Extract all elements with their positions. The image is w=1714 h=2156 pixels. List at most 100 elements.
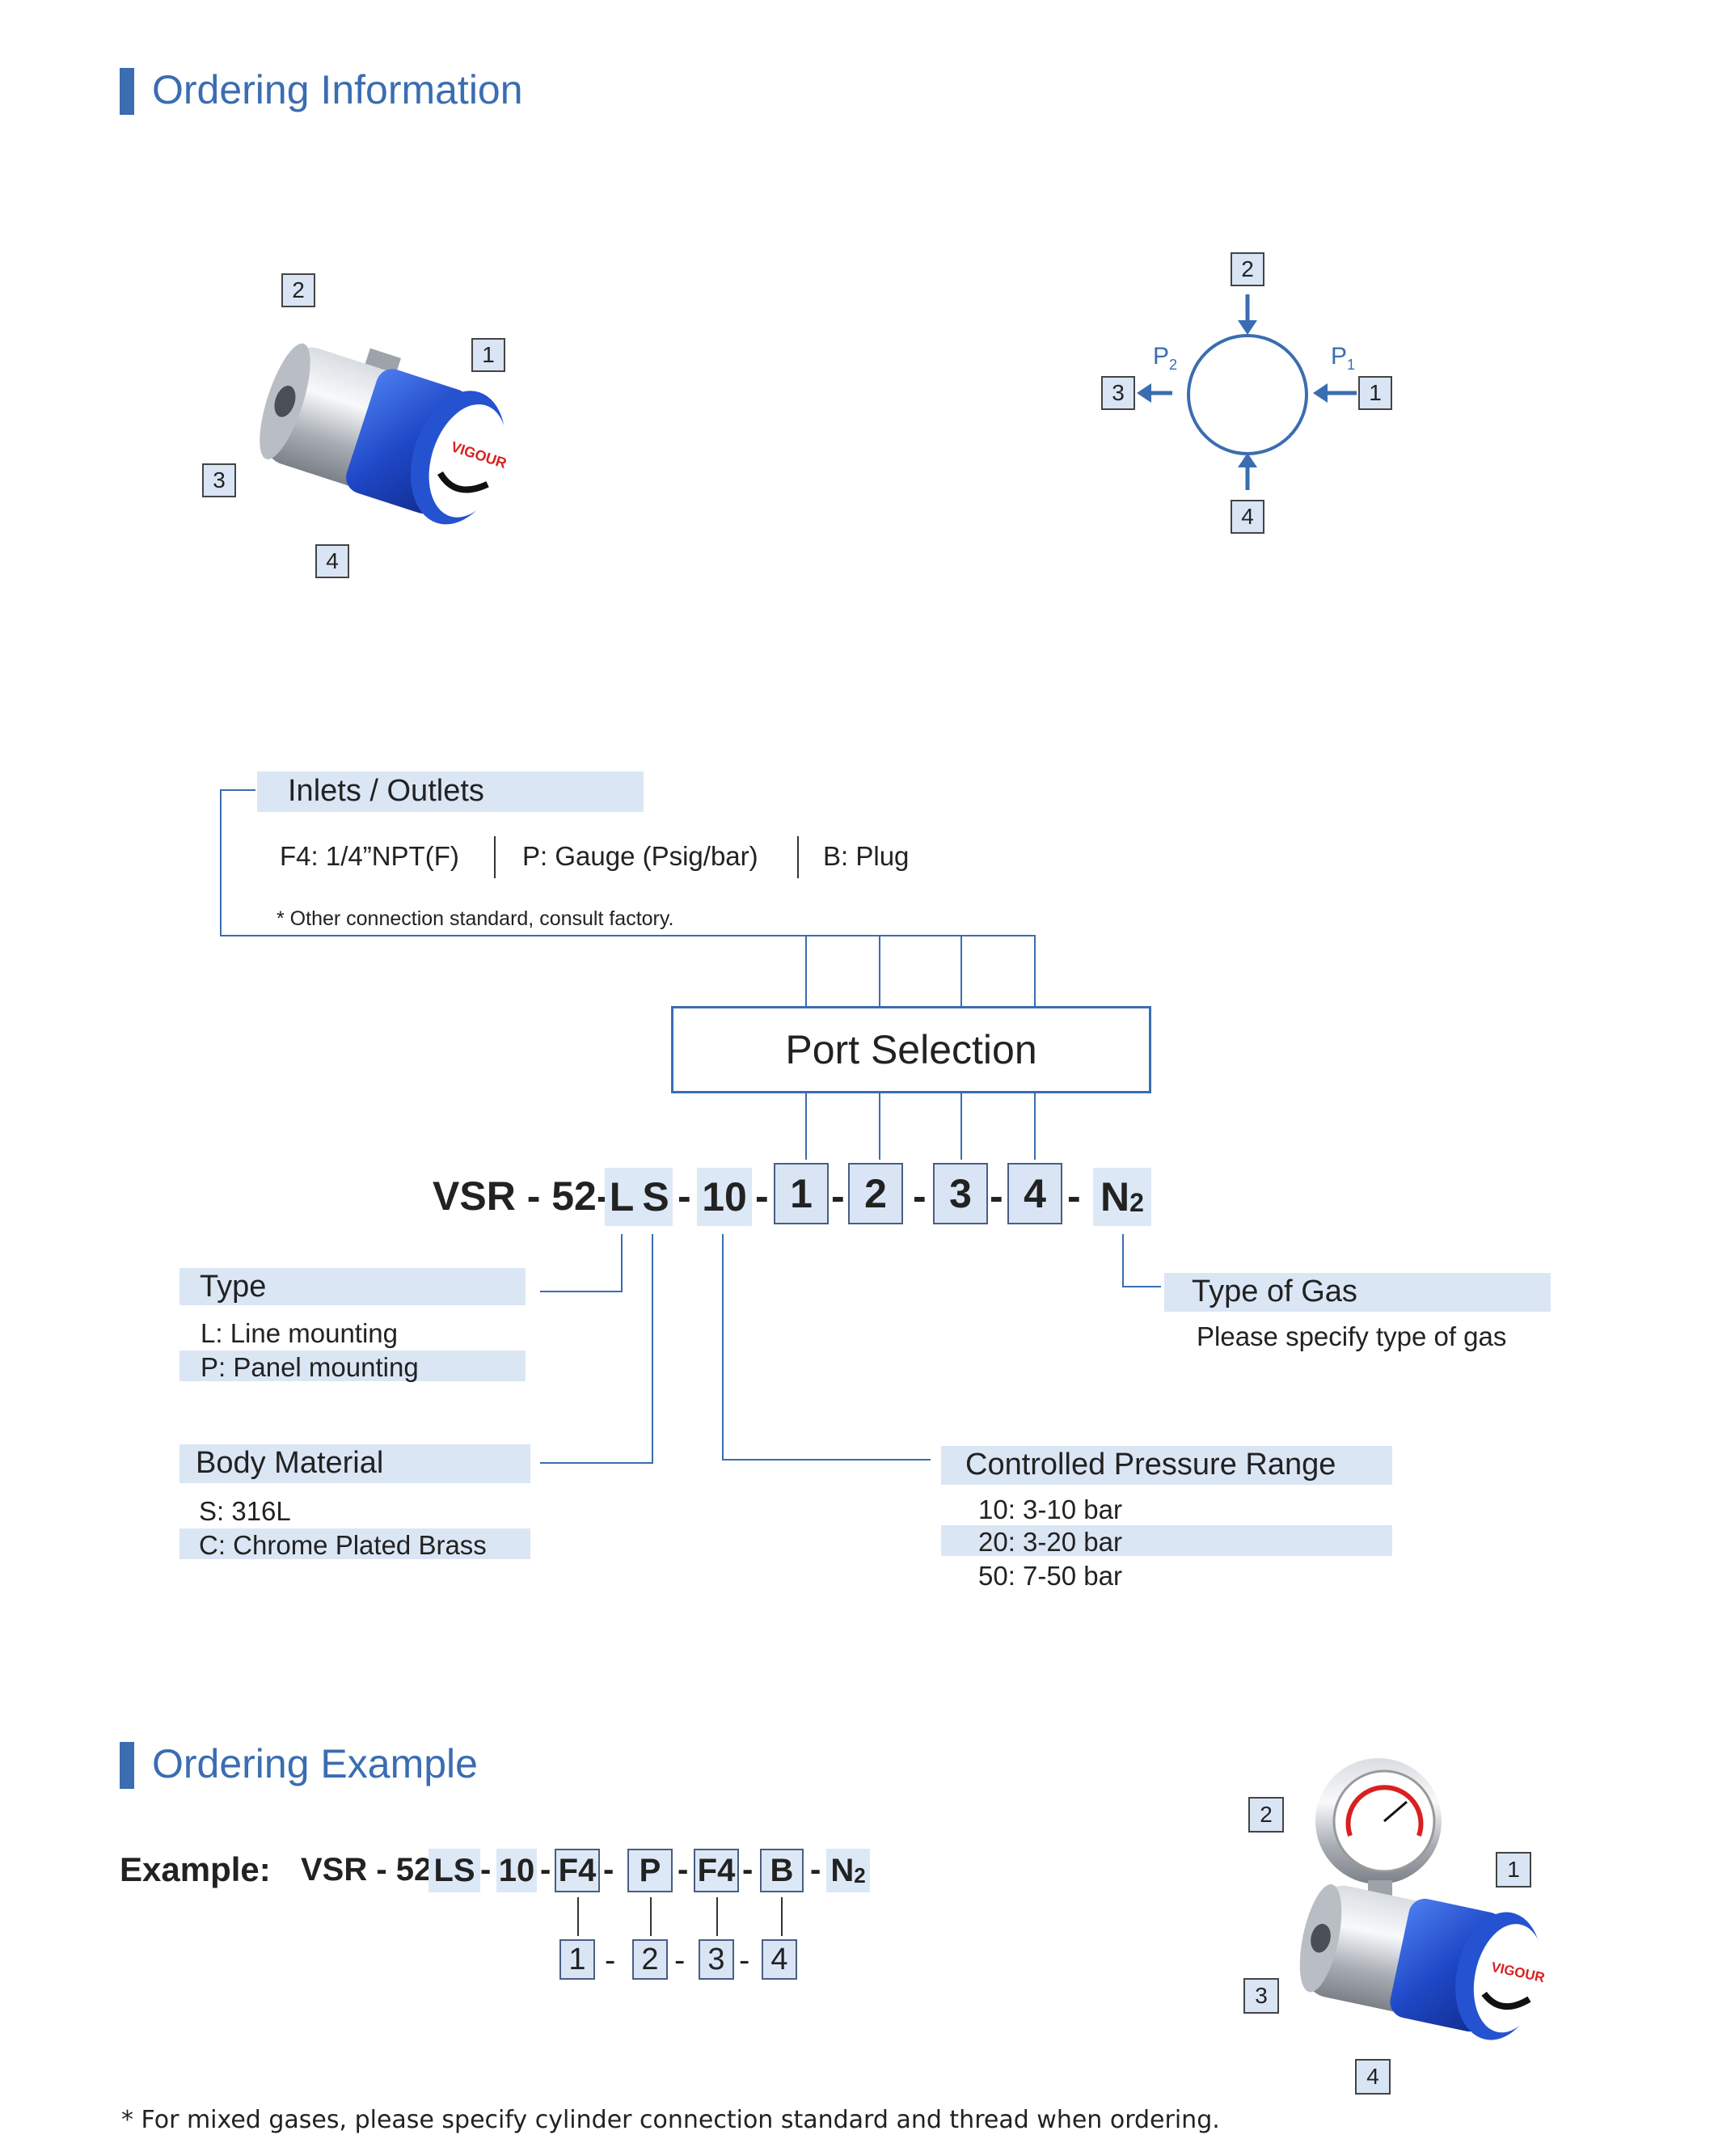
connector-line bbox=[220, 935, 1035, 936]
type-title: Type bbox=[200, 1270, 267, 1304]
example-f4-a: F4 bbox=[555, 1849, 600, 1892]
connector-line bbox=[650, 1897, 652, 1936]
connector-line bbox=[716, 1897, 718, 1936]
type-item-l: L: Line mounting bbox=[201, 1318, 399, 1348]
port-selection-label: Port Selection bbox=[785, 1027, 1037, 1072]
pressure-range-title: Controlled Pressure Range bbox=[965, 1448, 1336, 1482]
section-bar bbox=[120, 1742, 134, 1789]
type-of-gas-bar bbox=[1164, 1273, 1551, 1312]
body-material-c: C: Chrome Plated Brass bbox=[199, 1530, 487, 1560]
example-10: 10 bbox=[496, 1849, 537, 1892]
example-p: P bbox=[627, 1849, 673, 1892]
pressure-range-bar bbox=[941, 1446, 1392, 1485]
inlet-note: * Other connection standard, consult fac… bbox=[277, 907, 674, 930]
example-port-2: 2 bbox=[632, 1939, 668, 1980]
port-label-2: 2 bbox=[281, 273, 315, 307]
connector-line bbox=[540, 1291, 623, 1292]
port-label-4: 4 bbox=[315, 544, 349, 578]
inlet-option-f4: F4: 1/4”NPT(F) bbox=[280, 841, 459, 871]
type-bar bbox=[179, 1268, 526, 1305]
port-flow-diagram bbox=[1137, 294, 1357, 490]
body-material-s: S: 316L bbox=[199, 1496, 291, 1526]
connector-line bbox=[220, 789, 222, 936]
connector-line bbox=[805, 1093, 807, 1160]
pressure-range-item-bg bbox=[941, 1525, 1392, 1556]
ordering-information-title: Ordering Information bbox=[152, 67, 523, 112]
code-port-2: 2 bbox=[848, 1163, 903, 1224]
inlets-outlets-title: Inlets / Outlets bbox=[288, 774, 484, 808]
regulator-illustration: VIGOUR bbox=[260, 343, 509, 525]
regulator-with-gauge-image: VIGOUR bbox=[1294, 1755, 1601, 2062]
port-label-1: 1 bbox=[471, 338, 505, 372]
example-dash: - bbox=[678, 1852, 689, 1888]
diagram-port-2: 2 bbox=[1231, 252, 1264, 286]
connector-line bbox=[879, 935, 880, 1008]
connector-line bbox=[960, 1093, 962, 1160]
example-label: Example: bbox=[120, 1850, 271, 1888]
example-port-3: 3 bbox=[699, 1939, 734, 1980]
diagram-port-4: 4 bbox=[1231, 500, 1264, 534]
connector-line bbox=[621, 1234, 623, 1292]
connector-line bbox=[220, 789, 255, 791]
connector-line bbox=[960, 935, 962, 1008]
code-prefix: VSR - 52- bbox=[433, 1173, 610, 1219]
pressure-range-50: 50: 7-50 bar bbox=[978, 1561, 1122, 1591]
connector-line bbox=[1122, 1234, 1124, 1287]
example-dash: - bbox=[674, 1943, 686, 1978]
example-dash: - bbox=[603, 1852, 614, 1888]
type-item-bg bbox=[179, 1351, 526, 1381]
example-dash: - bbox=[480, 1852, 492, 1888]
inlets-outlets-bar bbox=[257, 772, 644, 812]
example-dash: - bbox=[810, 1852, 821, 1888]
ordering-example-title: Ordering Example bbox=[152, 1741, 478, 1786]
example-dash: - bbox=[605, 1943, 616, 1978]
inlet-option-p: P: Gauge (Psig/bar) bbox=[522, 841, 758, 871]
code-pressure-10: 10 bbox=[697, 1168, 752, 1226]
example-b: B bbox=[760, 1849, 804, 1892]
footnote: * For mixed gases, please specify cylind… bbox=[121, 2106, 1220, 2134]
example-port-4: 4 bbox=[762, 1939, 797, 1980]
example-ls: LS bbox=[428, 1849, 480, 1892]
code-dash: - bbox=[678, 1173, 691, 1219]
example-dash: - bbox=[742, 1852, 754, 1888]
code-port-4: 4 bbox=[1007, 1163, 1062, 1224]
connector-line bbox=[540, 1462, 653, 1464]
connector-line bbox=[722, 1234, 724, 1461]
option-divider bbox=[494, 836, 496, 878]
option-divider bbox=[797, 836, 799, 878]
example-prefix: VSR - 52 bbox=[301, 1852, 433, 1888]
code-dash: - bbox=[831, 1173, 845, 1219]
port-label-3: 3 bbox=[1243, 1978, 1279, 2014]
connector-line bbox=[722, 1459, 931, 1461]
p1-label: P1 bbox=[1331, 343, 1356, 373]
connector-line bbox=[577, 1897, 579, 1936]
pressure-range-20: 20: 3-20 bar bbox=[978, 1527, 1122, 1557]
port-label-1: 1 bbox=[1496, 1852, 1531, 1888]
port-label-3: 3 bbox=[202, 463, 236, 497]
code-dash: - bbox=[913, 1173, 927, 1219]
pressure-range-10: 10: 3-10 bar bbox=[978, 1494, 1122, 1524]
type-item-p: P: Panel mounting bbox=[201, 1352, 419, 1382]
connector-line bbox=[1034, 1093, 1036, 1160]
code-dash: - bbox=[755, 1173, 769, 1219]
diagram-port-3: 3 bbox=[1101, 376, 1135, 410]
regulator-gauge-illustration: VIGOUR bbox=[1299, 1758, 1546, 2040]
regulator-product-image: VIGOUR bbox=[251, 340, 558, 566]
code-dash: - bbox=[990, 1173, 1003, 1219]
connector-line bbox=[805, 935, 807, 1008]
body-material-bar bbox=[179, 1444, 530, 1483]
type-of-gas-title: Type of Gas bbox=[1192, 1275, 1357, 1308]
p2-label: P2 bbox=[1153, 343, 1178, 373]
connector-line bbox=[1122, 1286, 1161, 1287]
connector-line bbox=[781, 1897, 783, 1936]
connector-line bbox=[1034, 935, 1036, 1008]
code-port-3: 3 bbox=[933, 1163, 988, 1224]
code-port-1: 1 bbox=[774, 1163, 829, 1224]
port-diagram bbox=[1100, 251, 1407, 542]
port-label-4: 4 bbox=[1355, 2059, 1391, 2095]
section-bar bbox=[120, 68, 134, 115]
body-material-item-bg bbox=[179, 1528, 530, 1559]
code-dash: - bbox=[1067, 1173, 1081, 1219]
